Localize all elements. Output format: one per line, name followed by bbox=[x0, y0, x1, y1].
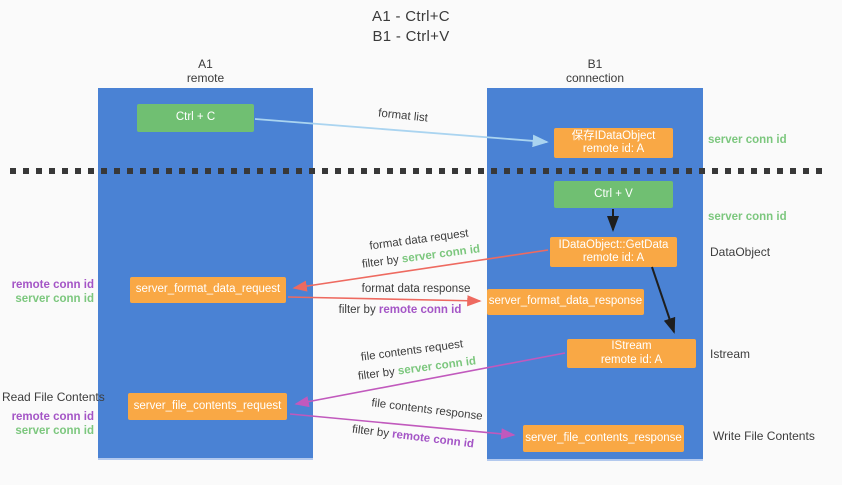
remote-conn-id-annotation-top: remote conn id bbox=[11, 279, 94, 291]
istream-line1: IStream bbox=[611, 340, 652, 352]
istream-annotation: Istream bbox=[710, 347, 751, 361]
filter-by-text: filter by bbox=[338, 304, 376, 316]
machine-boundary-divider bbox=[10, 168, 828, 174]
filter-by-text: filter by bbox=[361, 253, 400, 271]
idataobject-getdata-node: IDataObject::GetData remote id: A bbox=[550, 237, 677, 267]
remote-conn-id-annotation-bottom: remote conn id bbox=[11, 411, 94, 423]
left-conn-id-pair-top: remote conn id server conn id bbox=[6, 278, 94, 306]
ctrl-c-label: Ctrl + C bbox=[175, 111, 216, 124]
remote-conn-id-text: remote conn id bbox=[378, 304, 462, 316]
server-file-contents-request-node: server_file_contents_request bbox=[128, 393, 287, 420]
server-conn-id-annotation-top: server conn id bbox=[708, 134, 787, 146]
save-idataobject-line1: 保存IDataObject bbox=[571, 129, 656, 142]
format-data-response-arrow bbox=[287, 295, 482, 307]
title-line-2: B1 - Ctrl+V bbox=[372, 28, 450, 45]
server-format-data-request-node: server_format_data_request bbox=[130, 277, 286, 303]
remote-conn-id-text: remote conn id bbox=[391, 428, 475, 451]
file-contents-response-label: file contents response bbox=[370, 397, 484, 423]
server-format-data-response-node: server_format_data_response bbox=[487, 289, 644, 315]
istream-node: IStream remote id: A bbox=[567, 339, 696, 368]
server-conn-id-annotation-left-top: server conn id bbox=[15, 293, 94, 305]
server-conn-id-annotation-mid: server conn id bbox=[708, 211, 787, 223]
read-file-contents-annotation: Read File Contents bbox=[2, 390, 105, 404]
lifeline-b-name: B1 bbox=[587, 57, 603, 71]
ctrl-v-node: Ctrl + V bbox=[554, 181, 673, 208]
save-idataobject-node: 保存IDataObject remote id: A bbox=[554, 128, 673, 158]
diagram-title: A1 - Ctrl+C B1 - Ctrl+V bbox=[291, 7, 531, 47]
left-conn-id-pair-bottom: remote conn id server conn id bbox=[6, 410, 94, 438]
lifeline-a-header: A1 remote bbox=[98, 57, 313, 85]
save-idataobject-line2: remote id: A bbox=[582, 143, 645, 155]
ctrl-v-label: Ctrl + V bbox=[594, 187, 633, 200]
dataobject-annotation: DataObject bbox=[710, 245, 771, 259]
lifeline-b-header: B1 connection bbox=[487, 57, 703, 85]
server-format-data-response-label: server_format_data_response bbox=[488, 295, 643, 308]
format-data-response-label: format data response bbox=[361, 283, 471, 295]
istream-line2: remote id: A bbox=[600, 353, 663, 366]
idataobject-getdata-line2: remote id: A bbox=[582, 252, 645, 264]
server-conn-id-text: server conn id bbox=[397, 355, 477, 378]
idataobject-getdata-line1: IDataObject::GetData bbox=[558, 238, 669, 251]
format-list-label: format list bbox=[377, 107, 429, 125]
file-contents-response-filter-label: filter by remote conn id bbox=[351, 424, 474, 451]
server-file-contents-request-label: server_file_contents_request bbox=[133, 399, 282, 412]
title-line-1: A1 - Ctrl+C bbox=[372, 8, 450, 25]
write-file-contents-annotation: Write File Contents bbox=[713, 429, 815, 443]
server-conn-id-annotation-left-bottom: server conn id bbox=[15, 425, 94, 437]
filter-by-text: filter by bbox=[351, 423, 390, 440]
lifeline-a-name: A1 bbox=[198, 57, 213, 71]
format-data-response-filter-label: filter by remote conn id bbox=[339, 304, 462, 316]
server-file-contents-response-node: server_file_contents_response bbox=[523, 425, 684, 452]
ctrl-c-node: Ctrl + C bbox=[137, 104, 254, 132]
lifeline-a-role: remote bbox=[186, 71, 225, 85]
filter-by-text: filter by bbox=[357, 365, 396, 383]
lifeline-b-role: connection bbox=[565, 71, 625, 85]
server-file-contents-response-label: server_file_contents_response bbox=[525, 431, 682, 444]
server-format-data-request-label: server_format_data_request bbox=[135, 283, 281, 296]
